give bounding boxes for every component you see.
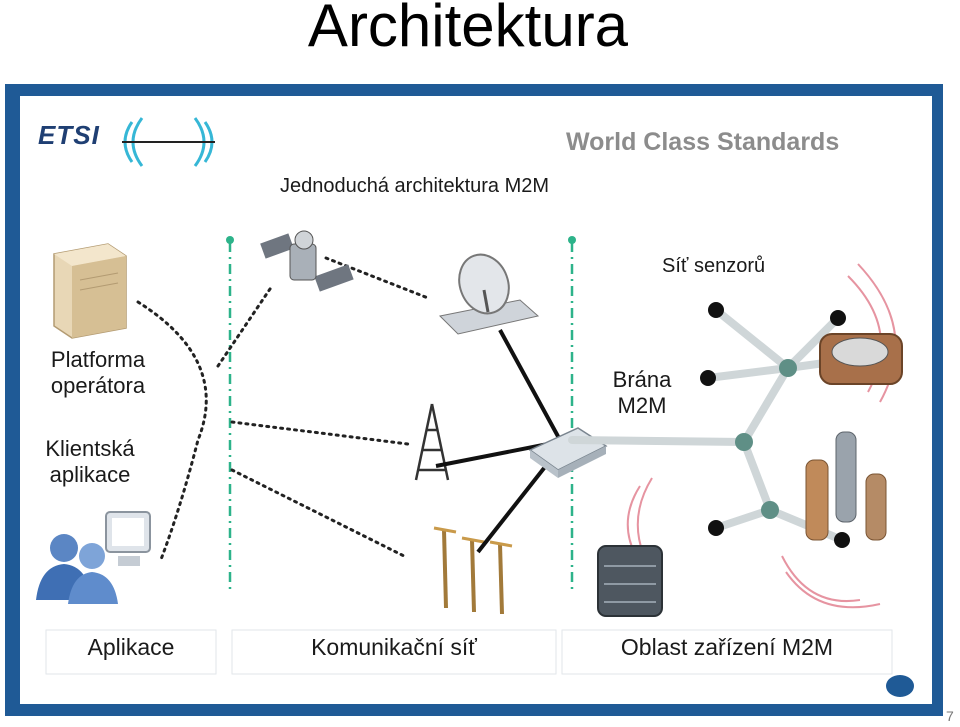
signal-rings (626, 263, 897, 609)
domain-network-label: Komunikační síť (311, 634, 477, 660)
link-gateway-satellite (216, 284, 274, 368)
hub-node (761, 501, 779, 519)
hub-node (779, 359, 797, 377)
tagline: World Class Standards (566, 128, 840, 156)
label-operator-platform: Platforma operátora (28, 347, 168, 400)
satellite-dish-icon (438, 253, 540, 335)
water-meter-icon (819, 333, 903, 385)
label-sensor-network: Síť senzorů (662, 255, 766, 277)
satellite-icon (260, 230, 354, 292)
label-line: M2M (617, 393, 667, 419)
storage-rack-icon (597, 545, 663, 617)
server-icon (53, 243, 127, 339)
link-cell-tower (230, 420, 410, 446)
sensor-node (708, 520, 724, 536)
link-wind-turbine (230, 468, 406, 558)
divider-tops (226, 236, 576, 244)
users-icon (36, 534, 118, 604)
etsi-logo: ETSI (38, 120, 100, 150)
bottom-label-boxes (45, 629, 893, 675)
sensor-node (830, 310, 846, 326)
link-server-client (136, 300, 208, 564)
etsi-wave-icon (122, 117, 215, 167)
domain-device-label: Oblast zařízení M2M (620, 634, 834, 660)
label-line: operátora (50, 373, 146, 399)
diagram-subtitle: Jednoduchá architektura M2M (280, 175, 550, 197)
label-gateway: Brána M2M (598, 367, 686, 420)
link-satellite-dish (324, 256, 430, 300)
sensor-node (700, 370, 716, 386)
slide-title: Architektura (307, 0, 629, 59)
label-line: Brána (612, 367, 672, 392)
wind-turbine-icon (433, 526, 513, 615)
monitor-icon (105, 511, 151, 566)
sensor-node (834, 532, 850, 548)
gateway-links (435, 329, 562, 554)
sensor-mesh-links (568, 306, 846, 544)
sensor-nodes (700, 302, 850, 548)
label-client-app: Klientská aplikace (26, 436, 154, 489)
label-line: Platforma (50, 347, 146, 372)
label-line: aplikace (49, 462, 131, 488)
diagram-canvas (20, 96, 932, 704)
dotted-links (136, 256, 430, 564)
domain-dividers (228, 242, 574, 590)
sensor-node (708, 302, 724, 318)
corner-logo-icon (886, 675, 914, 697)
gas-cylinders-icon (805, 431, 887, 541)
page-number: 7 (946, 708, 954, 724)
domain-application-label: Aplikace (87, 634, 175, 660)
label-line: Klientská (45, 436, 135, 461)
hub-node (735, 433, 753, 451)
cell-tower-icon (414, 403, 450, 481)
